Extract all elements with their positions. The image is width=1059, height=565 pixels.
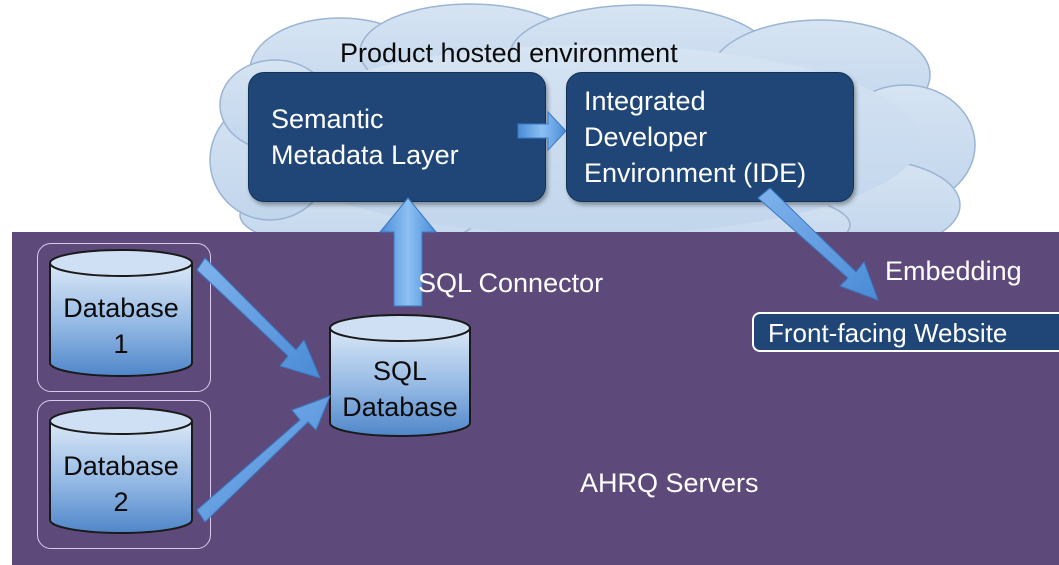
arrow-ide-to-website: [757, 187, 879, 301]
arrow-db2-to-sql: [196, 395, 331, 523]
semantic-box-line1: Semantic: [271, 104, 384, 134]
arrow-semantic-to-ide: [517, 110, 567, 152]
sql-connector-label: SQL Connector: [418, 268, 604, 298]
database-1-cylinder: [49, 249, 193, 377]
ide-box-line1: Integrated: [584, 86, 706, 116]
ide-box-line3: Environment (IDE): [584, 158, 807, 188]
database-1-frame: [37, 243, 211, 392]
arrow-db1-to-sql: [196, 257, 321, 379]
arrow-sql-to-semantic: [378, 197, 438, 307]
database-1-label: Database 1: [50, 290, 192, 362]
sql-database-cylinder: [329, 314, 471, 437]
semantic-metadata-layer-box: Semantic Metadata Layer: [248, 72, 546, 202]
front-facing-website-label: Front-facing Website: [768, 318, 1008, 348]
database-1-line2: 1: [113, 329, 129, 359]
sql-database-line1: SQL: [372, 356, 428, 386]
sql-database-line2: Database: [342, 392, 458, 422]
front-facing-website-box: Front-facing Website: [752, 312, 1059, 352]
embedding-label: Embedding: [885, 256, 1022, 286]
cloud-title: Product hosted environment: [340, 38, 678, 68]
sql-database-label: SQL Database: [330, 353, 470, 425]
database-2-line2: 2: [113, 487, 129, 517]
database-2-cylinder: [49, 407, 193, 534]
database-1-line1: Database: [63, 293, 179, 323]
ide-box-line2: Developer: [584, 122, 708, 152]
semantic-box-line2: Metadata Layer: [271, 140, 459, 170]
database-2-line1: Database: [63, 451, 179, 481]
ahrq-servers-label: AHRQ Servers: [580, 468, 759, 498]
database-2-label: Database 2: [50, 448, 192, 520]
database-2-frame: [37, 400, 211, 549]
ide-box: Integrated Developer Environment (IDE): [566, 72, 854, 202]
